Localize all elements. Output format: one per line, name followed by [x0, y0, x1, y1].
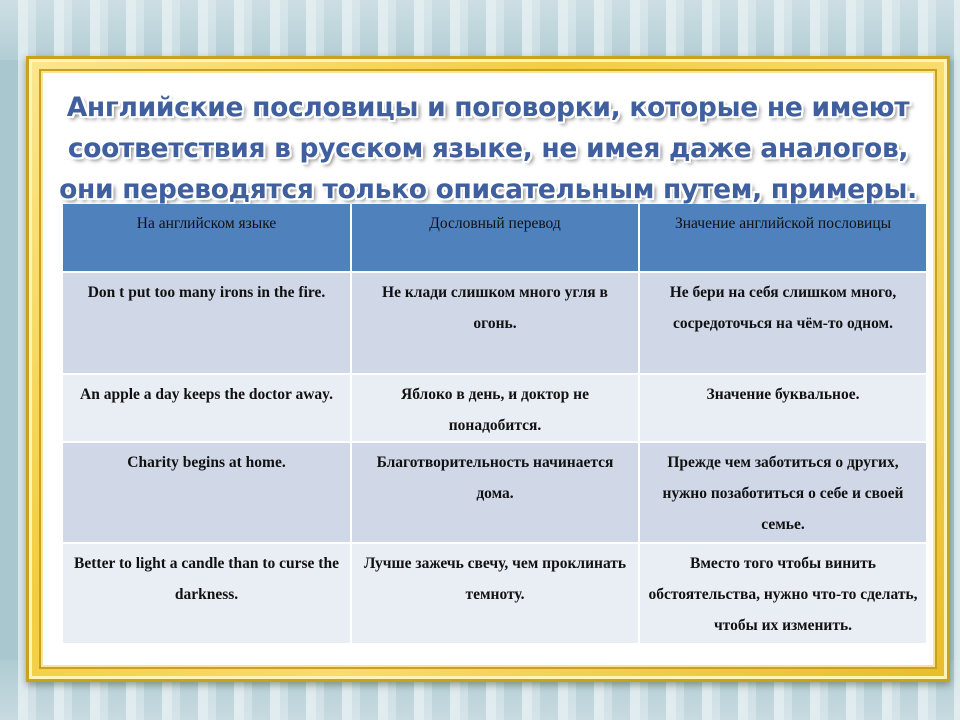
proverbs-table: На английском языке Дословный перевод Зн…: [63, 204, 928, 645]
cell-literal: Яблоко в день, и доктор не понадобится.: [351, 374, 640, 443]
cell-english: Don t put too many irons in the fire.: [63, 272, 352, 375]
table-header-row: На английском языке Дословный перевод Зн…: [63, 204, 928, 273]
cell-meaning: Значение буквальное.: [639, 374, 928, 443]
cell-english: An apple a day keeps the doctor away.: [63, 374, 352, 443]
header-english: На английском языке: [63, 204, 352, 273]
cell-meaning: Прежде чем заботиться о других, нужно по…: [639, 442, 928, 544]
cell-meaning: Не бери на себя слишком много, сосредото…: [639, 272, 928, 375]
cell-literal: Благотворительность начинается дома.: [351, 442, 640, 544]
table-row: Don t put too many irons in the fire. Не…: [63, 272, 928, 375]
cell-english: Charity begins at home.: [63, 442, 352, 544]
cell-literal: Не клади слишком много угля в огонь.: [351, 272, 640, 375]
cell-literal: Лучше зажечь свечу, чем проклинать темно…: [351, 543, 640, 645]
cell-meaning: Вместо того чтобы винить обстоятельства,…: [639, 543, 928, 645]
slide-panel: Английские пословицы и поговорки, которы…: [39, 69, 937, 669]
table-row: Better to light a candle than to curse t…: [63, 543, 928, 645]
slide-title: Английские пословицы и поговорки, которы…: [59, 92, 917, 205]
background-top-wash: [0, 0, 960, 60]
header-meaning: Значение английской пословицы: [639, 204, 928, 273]
table-row: An apple a day keeps the doctor away. Яб…: [63, 374, 928, 443]
table-row: Charity begins at home. Благотворительно…: [63, 442, 928, 544]
cell-english: Better to light a candle than to curse t…: [63, 543, 352, 645]
header-literal-translation: Дословный перевод: [351, 204, 640, 273]
gold-frame: Английские пословицы и поговорки, которы…: [26, 56, 950, 682]
